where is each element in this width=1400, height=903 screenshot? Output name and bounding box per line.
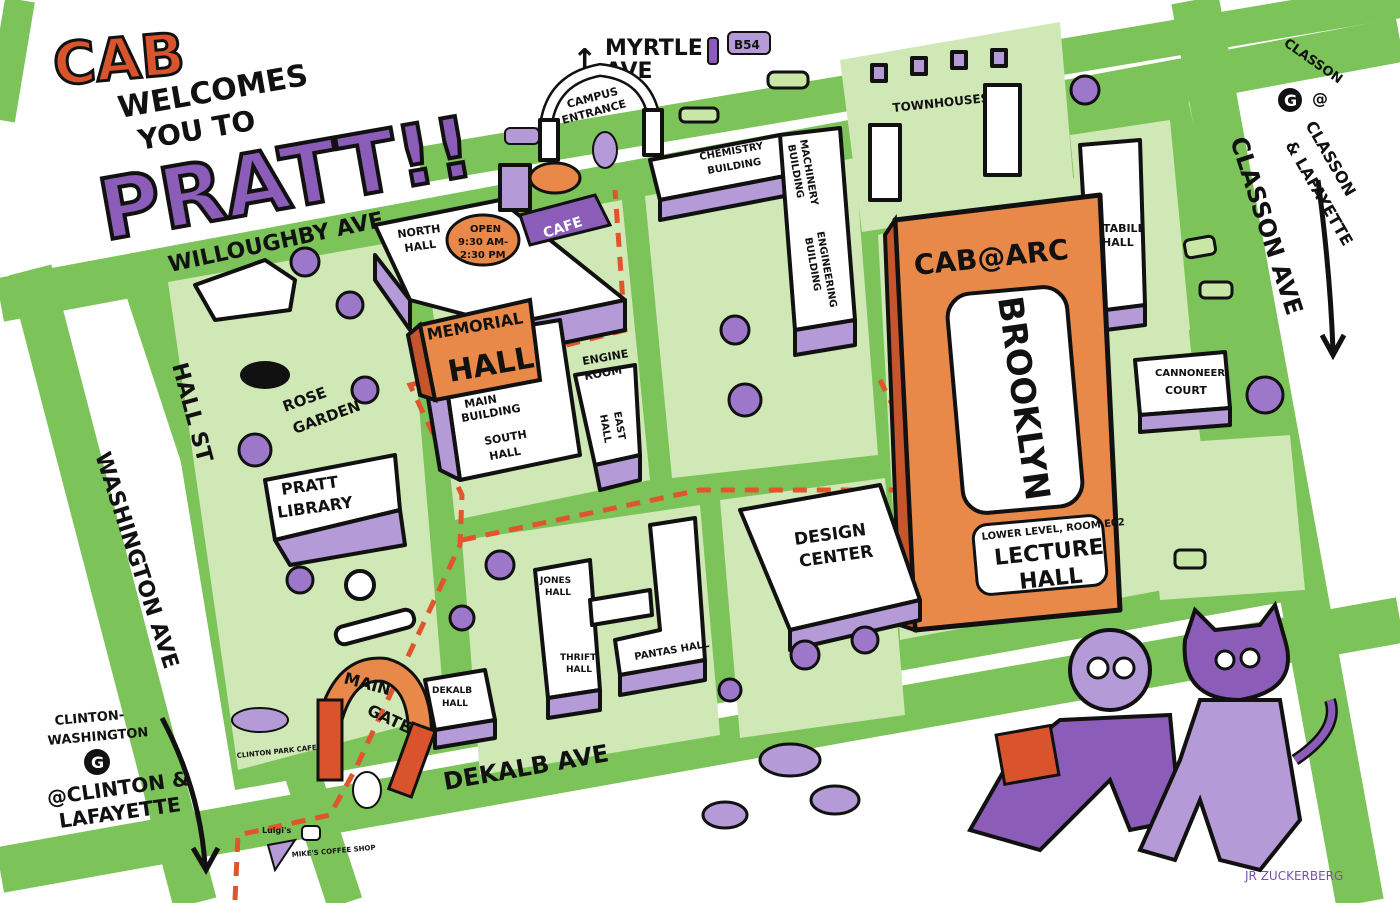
mascots bbox=[966, 600, 1338, 873]
label-open: OPEN bbox=[470, 224, 501, 235]
cannoneer-court: CANNONEER COURT bbox=[1133, 350, 1232, 434]
label-stabile-hall: HALL bbox=[1102, 236, 1134, 249]
label-close-time: 2:30 PM bbox=[460, 250, 506, 261]
tree-icon bbox=[850, 625, 880, 655]
wine-bottle-icon bbox=[707, 37, 719, 65]
label-main: MAIN bbox=[463, 392, 498, 410]
g-train-letter: G bbox=[1284, 91, 1297, 110]
street-washington bbox=[8, 264, 217, 903]
label-clinton: CLINTON- bbox=[54, 708, 125, 729]
bus-icon bbox=[727, 31, 771, 55]
pratt-library: PRATT LIBRARY bbox=[263, 453, 407, 567]
brooklyn-bubble bbox=[945, 285, 1085, 515]
cafe-hours-bubble bbox=[445, 213, 521, 267]
label-jones: JONES bbox=[539, 576, 571, 586]
label-at: @ bbox=[1312, 89, 1328, 108]
cat-icon bbox=[592, 131, 618, 169]
bust-icon bbox=[344, 569, 376, 601]
pigeon-icon bbox=[701, 800, 749, 830]
label-jones-hall: HALL bbox=[545, 588, 571, 598]
label-south-hall: HALL bbox=[488, 445, 522, 463]
cars bbox=[504, 70, 1234, 570]
tree-icon bbox=[335, 290, 365, 320]
pancakes-icon bbox=[231, 707, 289, 733]
car-icon bbox=[1182, 234, 1218, 260]
design-center: DESIGN CENTER bbox=[738, 483, 922, 652]
label-dekalb: DEKALB bbox=[432, 686, 472, 696]
label-east-hall: HALL bbox=[597, 414, 613, 445]
cat-icon bbox=[240, 361, 290, 389]
pigeon-icon bbox=[809, 784, 861, 816]
tree-icon bbox=[717, 677, 743, 703]
tree-icon bbox=[350, 375, 380, 405]
street-top-left bbox=[0, 0, 35, 123]
tree-icon bbox=[727, 382, 763, 418]
car-icon bbox=[766, 70, 810, 90]
label-myrtle: MYRTLE bbox=[605, 36, 703, 61]
cannon-icon bbox=[333, 607, 417, 647]
label-stabile: STABILE bbox=[1095, 222, 1145, 235]
tree-icon bbox=[789, 639, 821, 671]
campus-entrance: CAMPUS ENTRANCE bbox=[538, 62, 664, 169]
label-court: COURT bbox=[1165, 384, 1207, 397]
tree-icon bbox=[285, 565, 315, 595]
car-icon bbox=[1198, 280, 1234, 300]
coffee-cup-icon bbox=[301, 825, 321, 841]
arrow-down-icon bbox=[1315, 179, 1347, 361]
cat-head bbox=[1182, 600, 1290, 703]
label-thrift: THRIFT bbox=[560, 653, 597, 663]
title-cab: CAB bbox=[50, 20, 187, 99]
car-icon bbox=[678, 106, 720, 124]
block-east bbox=[1145, 435, 1305, 600]
pigeon-icon bbox=[758, 742, 822, 778]
g-train-icon bbox=[84, 749, 110, 775]
lecture-hall-bubble bbox=[971, 514, 1109, 596]
chemistry-complex: CHEMISTRY BUILDING MACHINERY BUILDING EN… bbox=[648, 126, 857, 357]
artist-signature: JR ZUCKERBERG bbox=[1244, 869, 1343, 883]
book-icon bbox=[994, 723, 1061, 787]
cat-icon bbox=[352, 771, 382, 809]
main-gate: MAIN GATE bbox=[316, 656, 438, 809]
dekalb-hall: DEKALB HALL bbox=[423, 668, 497, 750]
tree-icon bbox=[1069, 74, 1101, 106]
trees bbox=[237, 74, 1285, 703]
g-train-letter: G bbox=[91, 753, 104, 772]
street-dekalb bbox=[0, 597, 1400, 893]
arrow-down-icon bbox=[159, 716, 221, 876]
tree-icon bbox=[237, 432, 273, 468]
g-train-icon bbox=[1278, 88, 1302, 112]
bus-route-label: B54 bbox=[734, 38, 760, 52]
tree-icon bbox=[719, 314, 751, 346]
label-open-time: 9:30 AM- bbox=[458, 237, 508, 248]
arc-building: CAB@ARC BROOKLYN LOWER LEVEL, ROOM E02 L… bbox=[882, 192, 1125, 633]
label-cannoneer: CANNONEER bbox=[1155, 368, 1225, 379]
tree-icon bbox=[448, 604, 476, 632]
pizza-icon bbox=[266, 838, 298, 873]
person-head bbox=[1068, 628, 1152, 712]
hj-buildings: JONES HALL THRIFT HALL PANTAS HALL bbox=[533, 516, 711, 720]
cat-body bbox=[1137, 698, 1303, 873]
label-east: EAST bbox=[611, 411, 627, 441]
tree-icon bbox=[1245, 375, 1285, 415]
car-icon bbox=[1173, 548, 1207, 570]
label-north-hall: HALL bbox=[404, 238, 437, 255]
label-thrift-hall: HALL bbox=[566, 665, 592, 675]
tree-icon bbox=[289, 246, 321, 278]
car-icon bbox=[504, 127, 540, 145]
tree-icon bbox=[484, 549, 516, 581]
label-dekalb-hall: HALL bbox=[442, 699, 468, 709]
label-luigis: Luigi's bbox=[262, 826, 291, 835]
pigeons bbox=[701, 742, 861, 830]
person-body bbox=[966, 712, 1183, 853]
label-north: NORTH bbox=[397, 222, 442, 241]
